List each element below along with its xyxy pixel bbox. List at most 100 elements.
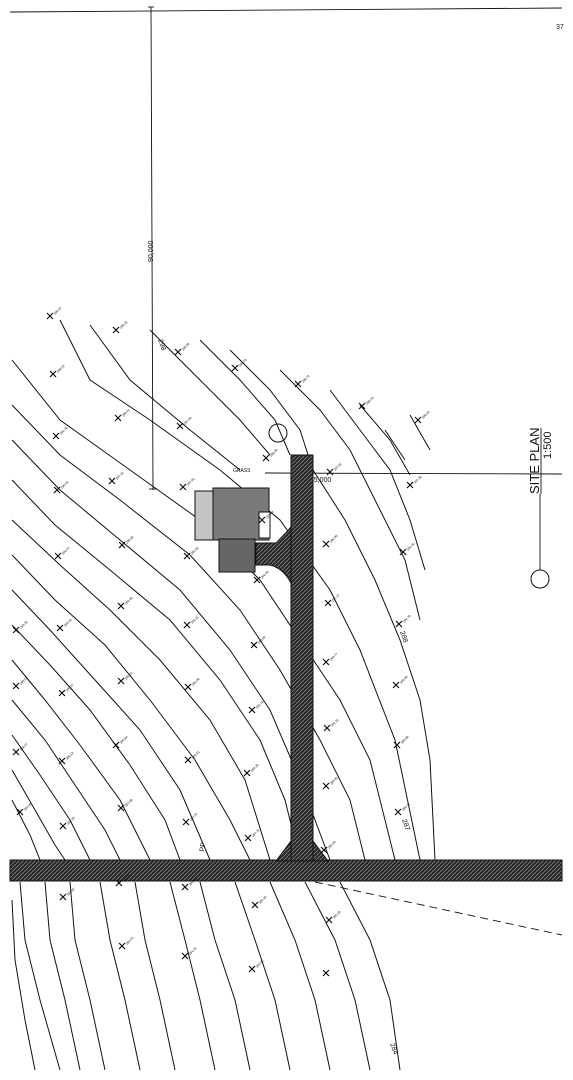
spot-level-label: 285.10 [332,910,342,920]
spot-level: 299.21 [112,320,129,334]
contour-label-287: 287 [400,818,411,831]
spot-level: 291.72 [248,700,265,714]
tree-circle [268,423,288,443]
spot-level: 296.78 [52,426,69,440]
spot-level: 288.47 [12,742,29,756]
spot-level-label: 292.15 [124,671,134,681]
spot-level-label: 298.09 [269,448,279,458]
spot-level: 297.21 [108,471,125,485]
spot-level-label: 298.52 [56,364,66,374]
spot-level-label: 297.21 [115,471,125,481]
contour-line [229,349,436,861]
spot-level-label: 299.09 [181,342,191,352]
spot-level-label: 285.97 [122,873,132,883]
spot-level: 294.78 [395,614,412,628]
spot-level-label: 296.36 [406,542,416,552]
corner-label: 37 [556,24,564,31]
spot-level-label: 286.33 [66,816,76,826]
spot-level-label: 297.96 [183,416,193,426]
contour-label-288: 288 [398,630,409,643]
spot-level-label: 299.21 [119,320,129,330]
spot-level-label: 297.91 [186,477,196,487]
contour-line [384,429,406,461]
spot-level: 288.71 [394,802,411,816]
contour-line [329,389,426,571]
spot-level: 284.21 [181,946,198,960]
contour-label-284: 284 [388,1042,399,1055]
road-main-horizontal [9,859,563,882]
spot-level: 289.84 [112,735,129,749]
spot-level: 298.52 [49,364,66,378]
boundary-dashed [314,881,563,936]
contour-line [59,319,421,861]
contour-line [11,439,331,861]
contour-line [134,881,176,1071]
spot-level-label: 293.77 [329,652,339,662]
spot-level-label: 298.44 [421,410,431,420]
spot-level: 299.09 [174,342,191,356]
building-porch [258,511,271,539]
spot-level: 284.82 [59,887,76,901]
spot-level: 292.64 [56,618,73,632]
scale-label: 1:500 [542,431,554,459]
contour-line [11,624,181,861]
spot-level-label: 296.01 [60,480,70,490]
spot-level: 298.41 [114,408,131,422]
spot-level: 285.40 [251,895,268,909]
site-plan-title: SITE PLAN [527,428,542,494]
contour-lines [11,319,436,1071]
road-junction-fillet [275,839,329,862]
spot-level: 297.91 [179,477,196,491]
spot-level: 297.96 [176,416,193,430]
building-annex [194,490,216,541]
spot-level: 283.95 [248,959,265,973]
contour-line [234,881,291,1071]
spot-level: 296.36 [399,542,416,556]
spot-level: 284.55 [118,936,135,950]
grass-label: GRASS [233,468,251,474]
spot-level: 287.88 [117,798,134,812]
spot-level: 298.23 [231,358,248,372]
contour-line [11,519,271,861]
spot-level-label: 288.47 [19,742,29,752]
dimension-line-vertical [150,6,154,491]
spot-level: 286.33 [59,816,76,830]
spot-level [322,969,330,977]
contour-line [44,881,81,1071]
spot-level: 297.81 [326,462,343,476]
contour-line [99,881,141,1071]
spot-level: 291.31 [323,718,340,732]
spot-level: 290.88 [393,735,410,749]
spot-level: 294.92 [253,570,270,584]
spot-level: 293.92 [250,635,267,649]
spot-levels: 299.37299.21299.09298.23298.72298.53298.… [12,306,431,977]
contour-line [304,881,371,1071]
spot-level: 295.62 [183,546,200,560]
spot-level: 298.44 [414,410,431,424]
spot-level: 298.09 [262,448,279,462]
contour-line [339,881,401,1071]
spot-level: 294.11 [183,615,200,629]
spot-level-label: 296.99 [329,534,339,544]
contour-line [199,881,251,1071]
spot-level: 288.12 [58,751,75,765]
spot-level: 294.55 [54,546,71,560]
contour-line [359,404,411,476]
spot-level: 285.97 [115,873,132,887]
spot-level-label: 290.07 [65,683,75,693]
spot-level-label: 286.60 [23,802,33,812]
contour-line [69,881,106,1071]
pp-label: PP [199,842,208,853]
spot-level-label: 293.48 [399,675,409,685]
contour-line [19,881,61,1071]
contour-line [11,659,151,861]
contour-line [89,324,241,471]
spot-level: 295.17 [324,593,341,607]
spot-level-label: 283.95 [255,959,265,969]
spot-level-label: 285.71 [188,877,198,887]
spot-level-label: 292.64 [63,618,73,628]
spot-level: 290.07 [58,683,75,697]
spot-level-label: 293.92 [257,635,267,645]
dimension-label-90000: 90,000 [148,240,155,262]
spot-level: 293.22 [12,620,29,634]
